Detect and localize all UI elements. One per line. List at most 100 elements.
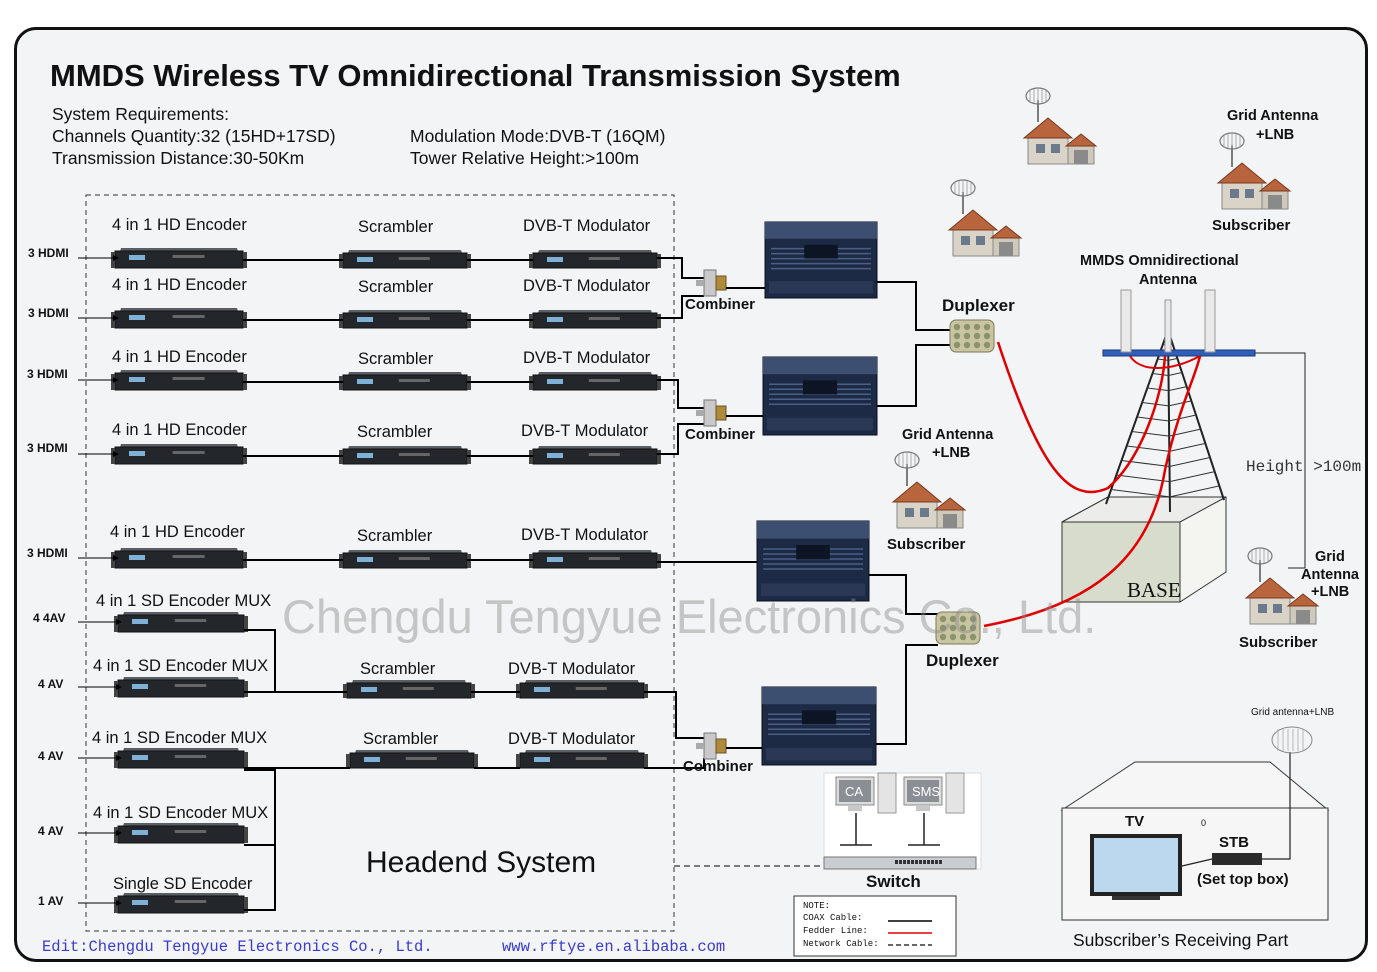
scrambler-3 xyxy=(339,372,471,391)
receiving-antenna-label: Grid antenna+LNB xyxy=(1251,707,1335,718)
combiner-label-2: Combiner xyxy=(685,426,756,443)
hd-encoder-label-3: 4 in 1 HD Encoder xyxy=(112,348,247,366)
modulator-label-3: DVB-T Modulator xyxy=(523,349,651,367)
receiving-part-title: Subscriber’s Receiving Part xyxy=(1073,930,1289,950)
sd-mux-link-2 xyxy=(244,769,276,911)
sd-modulator-2 xyxy=(516,750,648,769)
requirement-height: Tower Relative Height:>100m xyxy=(410,148,640,168)
hd-input-arrowhead-4 xyxy=(113,451,119,457)
switch-port xyxy=(907,860,910,864)
subscriber-house-1 xyxy=(1022,87,1098,165)
sd-input-2: 4 AV xyxy=(38,677,64,691)
hd-input-arrowhead-3 xyxy=(113,377,119,383)
grid-antenna-label-2a: Grid Antenna xyxy=(902,427,994,443)
tv-stand xyxy=(1112,896,1160,900)
sd-input-5: 1 AV xyxy=(38,894,64,908)
sd-encoder-label-5: Single SD Encoder xyxy=(113,875,253,893)
transmitter-4 xyxy=(761,686,877,766)
dvbt-modulator-1 xyxy=(529,250,661,269)
sd-encoder-4 xyxy=(114,823,248,844)
grid-antenna-label-3c: +LNB xyxy=(1311,584,1350,600)
subscriber-house-4 xyxy=(891,451,967,529)
tower-base-label: BASE xyxy=(1127,578,1181,602)
sd-encoder-label-4: 4 in 1 SD Encoder MUX xyxy=(93,804,269,822)
note-feeder: Fedder Line: xyxy=(803,926,868,936)
switch-label: Switch xyxy=(866,872,921,891)
combiner-label-3: Combiner xyxy=(683,758,754,775)
tx-duplexer-1a xyxy=(877,281,952,331)
page-title: MMDS Wireless TV Omnidirectional Transmi… xyxy=(50,58,901,93)
sd-encoder-1 xyxy=(114,612,248,633)
tv-stb-link xyxy=(1181,858,1213,867)
tower-brace xyxy=(1131,431,1170,437)
scrambler-label-5: Scrambler xyxy=(357,527,433,545)
sd-encoder-5 xyxy=(114,893,248,914)
duplexer-label-1: Duplexer xyxy=(942,296,1015,315)
switch-port xyxy=(895,860,898,864)
modulator-label-2: DVB-T Modulator xyxy=(523,277,651,295)
switch-port xyxy=(915,860,918,864)
sd-input-4: 4 AV xyxy=(38,824,64,838)
antenna-label-line1: MMDS Omnidirectional xyxy=(1080,253,1239,269)
switch-port xyxy=(927,860,930,864)
hd-input-arrowhead-5 xyxy=(113,555,119,561)
requirement-distance: Transmission Distance:30-50Km xyxy=(52,148,305,168)
tower-brace xyxy=(1152,373,1169,376)
tower-height-label: Height >100m xyxy=(1246,458,1362,476)
sd-encoder-3 xyxy=(114,748,248,769)
receiving-mark: 0 xyxy=(1201,818,1207,828)
sd-modulator-label-2: DVB-T Modulator xyxy=(508,730,636,748)
antenna-mast xyxy=(1164,299,1172,353)
feeder-line-1 xyxy=(996,341,1167,494)
duplexer-1 xyxy=(949,319,995,353)
combiner-1 xyxy=(696,269,727,297)
hd-input-arrowhead-2 xyxy=(113,315,119,321)
switch-port xyxy=(931,860,934,864)
sms-computer xyxy=(903,772,965,814)
mod-combiner-3a xyxy=(644,691,704,739)
mod-combiner-2b xyxy=(657,423,704,455)
tx-duplexer-2b xyxy=(876,644,938,745)
tower-brace xyxy=(1169,471,1215,483)
hd-encoder-label-5: 4 in 1 HD Encoder xyxy=(110,523,245,541)
antenna-panel-right xyxy=(1204,289,1216,353)
hd-encoder-2 xyxy=(111,308,247,329)
subscriber-label-2: Subscriber xyxy=(887,536,966,553)
sd-scrambler-label-2: Scrambler xyxy=(363,730,439,748)
sd-encoder-label-1: 4 in 1 SD Encoder MUX xyxy=(96,592,272,610)
feeder-line-2 xyxy=(983,355,1202,628)
hd-encoder-1 xyxy=(111,248,247,269)
grid-antenna-label-3a: Grid xyxy=(1315,549,1345,565)
tower-brace xyxy=(1169,485,1220,498)
hd-encoder-5 xyxy=(111,548,247,569)
receiving-grid-antenna xyxy=(1271,726,1313,754)
feeder-line-3 xyxy=(1129,355,1201,369)
tx-duplexer-1b xyxy=(877,344,952,407)
ca-computer xyxy=(835,772,897,814)
antenna-label-line2: Antenna xyxy=(1139,272,1197,288)
dvbt-modulator-5 xyxy=(529,550,661,569)
sd-input-arrowhead-1 xyxy=(116,619,122,625)
sd-input-arrowhead-5 xyxy=(116,900,122,906)
hd-input-5: 3 HDMI xyxy=(27,546,68,560)
switch-port xyxy=(939,860,942,864)
hd-encoder-label-1: 4 in 1 HD Encoder xyxy=(112,216,247,234)
scrambler-1 xyxy=(339,250,471,269)
dvbt-modulator-4 xyxy=(529,446,661,465)
footer-url[interactable]: www.rftye.en.alibaba.com xyxy=(502,938,726,956)
footer-edit: Edit:Chengdu Tengyue Electronics Co., Lt… xyxy=(42,938,433,956)
grid-antenna-label-3b: Antenna xyxy=(1301,567,1359,583)
transmitter-2 xyxy=(762,356,878,436)
ca-label: CA xyxy=(845,784,864,799)
tower-brace xyxy=(1169,442,1206,452)
transmitter-3 xyxy=(756,520,870,602)
scrambler-label-4: Scrambler xyxy=(357,423,433,441)
sd-input-arrowhead-4 xyxy=(116,830,122,836)
hd-input-1: 3 HDMI xyxy=(28,246,69,260)
tower-brace xyxy=(1168,372,1183,376)
tower-brace xyxy=(1169,457,1211,467)
combiner-2 xyxy=(696,399,727,427)
note-network: Network Cable: xyxy=(803,939,879,949)
mod-combiner-2a xyxy=(657,379,704,409)
headend-label: Headend System xyxy=(366,846,597,879)
